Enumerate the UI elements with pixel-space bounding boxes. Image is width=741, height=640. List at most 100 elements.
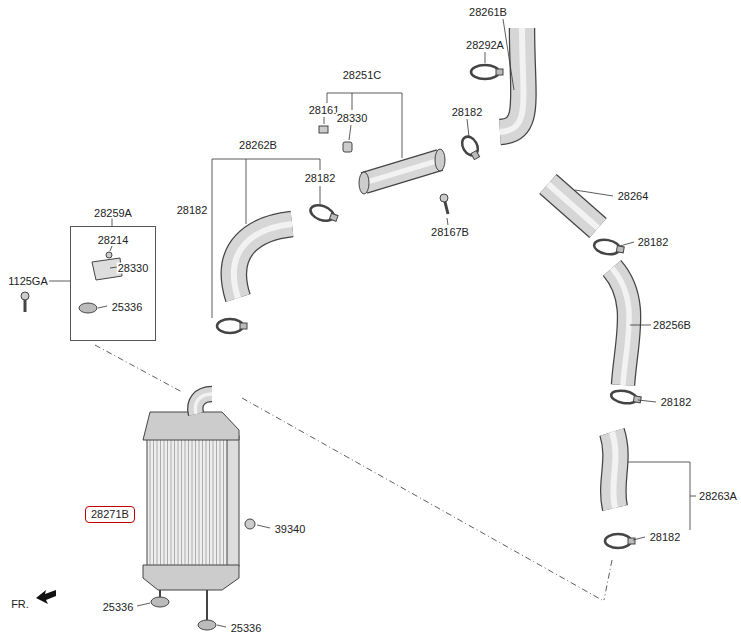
hose-body xyxy=(548,184,598,228)
leader-line xyxy=(633,537,645,540)
leader-line xyxy=(327,93,328,103)
callout-number: 28256B xyxy=(652,320,692,331)
fin xyxy=(153,440,154,565)
bottom-tank xyxy=(143,565,239,590)
callout-number: 1125GA xyxy=(7,276,49,287)
hose-28262B xyxy=(234,224,292,298)
grommet xyxy=(198,620,216,630)
leader-line xyxy=(324,117,325,124)
grommet xyxy=(151,597,169,607)
callout-number: 28264 xyxy=(617,191,650,202)
hose-highlight xyxy=(234,224,292,298)
hose-highlight xyxy=(548,184,598,228)
peg xyxy=(206,590,208,620)
grommet xyxy=(79,303,97,313)
hose-clamp xyxy=(217,319,247,333)
callout-number: 25336 xyxy=(102,602,135,613)
pipe-28251C xyxy=(364,160,440,183)
hose-28263A xyxy=(612,432,615,508)
group-box: 28259A282142833025336 xyxy=(70,226,156,341)
fin xyxy=(171,440,172,565)
inlet-neck xyxy=(195,394,212,414)
hose-outline xyxy=(612,268,629,385)
hose-clamp xyxy=(605,534,635,548)
clamp-band xyxy=(605,534,631,548)
leader-line xyxy=(503,19,514,90)
leader-line xyxy=(327,93,402,94)
leader-line xyxy=(447,218,448,225)
callout-number: 28263A xyxy=(698,491,738,502)
hose-outline xyxy=(195,394,212,414)
fin xyxy=(188,440,189,565)
callout-number: 28182 xyxy=(176,205,209,216)
fin xyxy=(192,440,193,565)
highlighted-callout: 28271B xyxy=(85,506,135,523)
fin xyxy=(202,440,203,565)
hose-outline xyxy=(234,224,292,298)
clamp-band xyxy=(217,319,243,333)
core xyxy=(147,430,229,570)
callout-number: 28182 xyxy=(649,532,682,543)
leader-line xyxy=(575,190,613,196)
callout-number: 28182 xyxy=(660,397,693,408)
hose-highlight xyxy=(364,160,440,183)
part-drawings xyxy=(21,19,696,630)
leader-line xyxy=(212,159,320,160)
side-plate xyxy=(227,436,239,566)
hose-highlight xyxy=(195,394,212,414)
sensor-28161 xyxy=(319,126,328,133)
hose-clamp xyxy=(471,65,503,79)
bolt-head xyxy=(21,292,29,300)
fin xyxy=(174,440,175,565)
hose-outline xyxy=(612,432,615,508)
front-arrow xyxy=(36,590,56,604)
callout-number: 39340 xyxy=(274,524,307,535)
callout-number: 28330 xyxy=(117,263,150,274)
leader-line xyxy=(320,186,321,204)
callout-number: 28251C xyxy=(342,70,383,81)
fin xyxy=(216,440,217,565)
clamp-screw xyxy=(329,213,338,221)
bolt xyxy=(21,292,29,312)
fin xyxy=(206,440,207,565)
callout-number: 28271B xyxy=(90,509,130,520)
callout-number: 28182 xyxy=(304,173,337,184)
pipe-flange xyxy=(359,172,369,194)
bolt-head xyxy=(440,194,448,202)
fin xyxy=(209,440,210,565)
clamp-screw xyxy=(616,246,624,253)
leader-line xyxy=(217,625,226,627)
fin xyxy=(164,440,165,565)
pipe-flange xyxy=(435,149,445,171)
assembly-line xyxy=(95,345,182,392)
bolt xyxy=(440,194,448,214)
leader-line xyxy=(638,400,656,402)
leader-line xyxy=(98,306,107,308)
leader-line xyxy=(257,525,270,528)
hose-body xyxy=(612,432,615,508)
leader-line xyxy=(49,281,70,282)
tube-28264 xyxy=(548,184,598,228)
clamp-screw xyxy=(628,538,635,544)
assembly-line xyxy=(604,560,612,600)
fin xyxy=(185,440,186,565)
fin xyxy=(181,440,182,565)
direction-label: FR. xyxy=(10,599,30,610)
clamp-band xyxy=(471,65,499,79)
callout-number: 28167B xyxy=(430,227,470,238)
leader-line xyxy=(212,159,213,318)
hose-highlight xyxy=(612,432,615,508)
leader-line xyxy=(630,325,651,326)
leader-line xyxy=(137,603,150,606)
hose-body xyxy=(612,268,629,385)
hose-body xyxy=(234,224,292,298)
callout-number: 28214 xyxy=(97,235,130,246)
leader-line xyxy=(467,119,469,137)
hose-highlight xyxy=(612,268,629,385)
hose-clamp xyxy=(459,134,483,162)
fin xyxy=(178,440,179,565)
callout-number: 28182 xyxy=(451,107,484,118)
leader-line xyxy=(690,496,696,497)
top-tank xyxy=(143,412,239,440)
